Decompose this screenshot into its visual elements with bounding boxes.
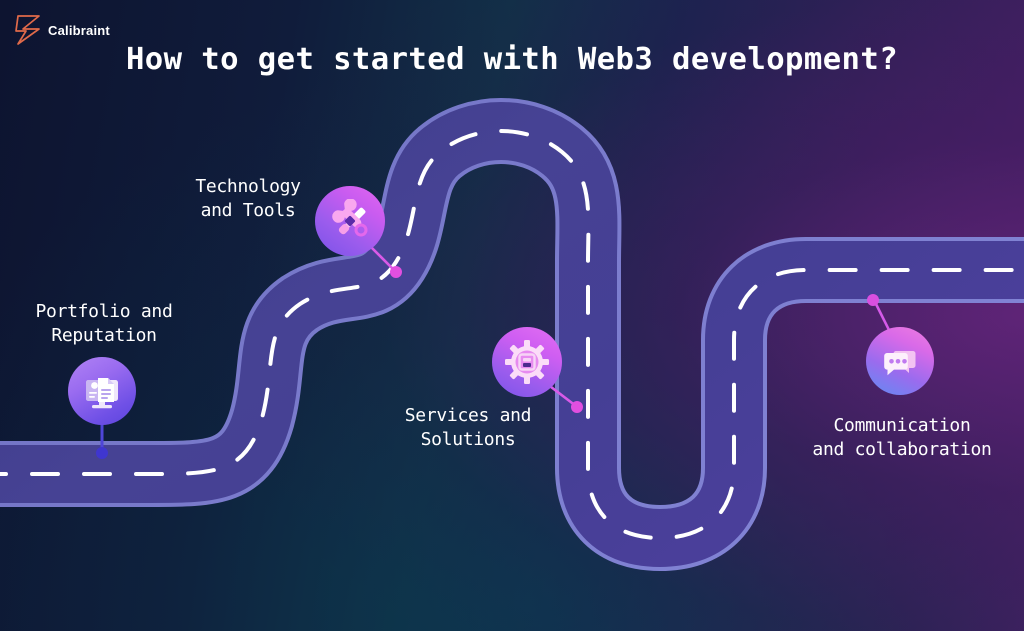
desktop-document-icon	[86, 378, 118, 409]
road-center-dashes	[0, 129, 1024, 541]
milestone-icon-technology[interactable]	[315, 186, 385, 256]
wrench-screwdriver-tools-icon	[332, 199, 368, 237]
milestone-icon-communication[interactable]	[866, 327, 934, 395]
calibraint-lightning-z-logo-icon	[15, 15, 40, 45]
milestone-icon-portfolio[interactable]	[68, 357, 136, 425]
page-title: How to get started with Web3 development…	[125, 42, 899, 77]
milestone-label-technology: Technology and Tools	[195, 176, 301, 221]
brand-name: Calibraint	[48, 22, 110, 38]
brand-logo[interactable]: Calibraint	[14, 14, 110, 46]
chat-bubbles-icon	[884, 351, 916, 376]
milestone-label-communication: Communication and collaboration	[812, 415, 992, 460]
milestone-icon-services[interactable]	[492, 327, 562, 397]
milestone-label-portfolio: Portfolio and Reputation	[35, 301, 173, 346]
milestone-label-services: Services and Solutions	[404, 405, 532, 450]
gear-server-icon	[505, 340, 549, 384]
